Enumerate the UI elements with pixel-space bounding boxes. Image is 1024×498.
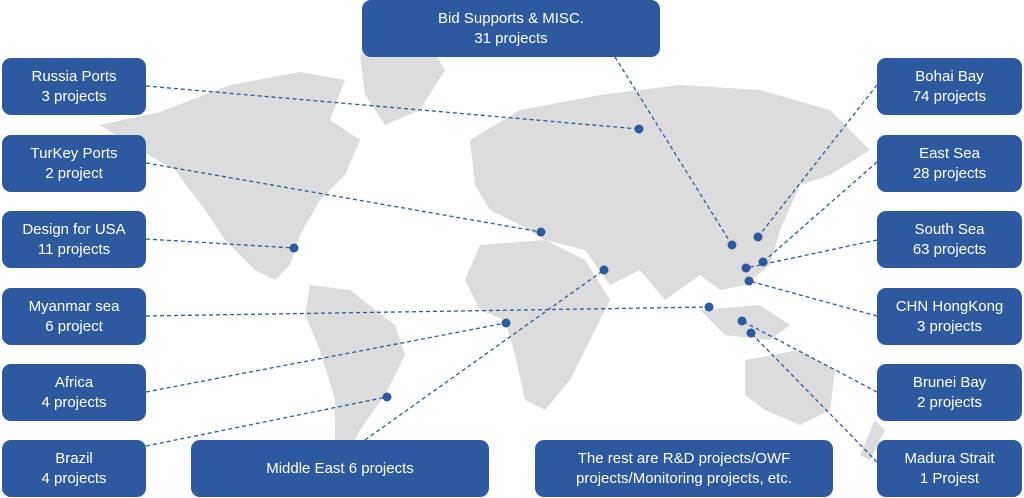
count: 4 projects <box>41 393 107 411</box>
count: 2 projects <box>916 393 983 411</box>
box-turkey: TurKey Ports 2 project <box>2 135 146 192</box>
leader-line-bid <box>614 56 733 246</box>
location-dot-bid <box>727 240 737 250</box>
label: CHN HongKong <box>895 297 1004 315</box>
label: Bohai Bay <box>915 67 984 85</box>
count: 31 projects <box>474 29 548 47</box>
count: 11 projects <box>37 240 111 258</box>
australia <box>745 350 835 425</box>
location-dot-brazil <box>382 392 392 402</box>
continents <box>100 45 885 460</box>
label: Africa <box>54 373 94 391</box>
north-america <box>100 72 360 280</box>
label: TurKey Ports <box>30 144 118 162</box>
box-bohai: Bohai Bay 74 projects <box>877 58 1022 115</box>
greenland <box>360 45 445 125</box>
count: 74 projects <box>912 87 987 105</box>
location-dot-myanmar <box>704 302 714 312</box>
leader-line-africa <box>145 322 507 393</box>
count: 3 projects <box>41 87 107 105</box>
label: South Sea <box>914 220 985 238</box>
box-brazil: Brazil 4 projects <box>2 440 146 497</box>
box-bid: Bid Supports & MISC. 31 projects <box>362 0 660 57</box>
box-russia: Russia Ports 3 projects <box>2 58 146 115</box>
leader-line-south-sea <box>745 239 878 269</box>
new-zealand <box>860 420 885 460</box>
label: The rest are R&D projects/OWF <box>577 449 791 467</box>
label-2: projects/Monitoring projects, etc. <box>576 469 792 487</box>
location-dot-brunei <box>737 316 747 326</box>
count: 3 projects <box>916 317 983 335</box>
location-dot-middle-east <box>599 265 609 275</box>
count: 63 projects <box>912 240 987 258</box>
leader-line-brazil <box>145 396 388 447</box>
leader-line-hongkong <box>748 280 878 317</box>
location-dot-south-sea <box>741 263 751 273</box>
box-rest: The rest are R&D projects/OWF projects/Mo… <box>535 440 833 497</box>
count: 1 Projest <box>919 469 980 487</box>
count: 2 project <box>45 164 103 182</box>
leader-line-brunei <box>741 320 878 393</box>
box-africa: Africa 4 projects <box>2 364 146 421</box>
location-dot-madura <box>746 328 756 338</box>
count: 6 project <box>45 317 103 335</box>
label: Brazil <box>55 449 93 467</box>
label: Middle East 6 projects <box>266 459 414 477</box>
label: East Sea <box>919 144 980 162</box>
box-brunei: Brunei Bay 2 projects <box>877 364 1022 421</box>
box-madura: Madura Strait 1 Projest <box>877 440 1022 497</box>
leader-line-madura <box>750 332 878 463</box>
label: Myanmar sea <box>28 297 120 315</box>
location-dot-turkey <box>536 227 546 237</box>
europe-asia <box>470 85 870 300</box>
box-myanmar: Myanmar sea 6 project <box>2 288 146 345</box>
label: Madura Strait <box>904 449 995 467</box>
location-dot-russia <box>634 124 644 134</box>
leader-line-myanmar <box>145 306 710 317</box>
count: 28 projects <box>912 164 987 182</box>
leader-line-east-sea <box>762 161 878 263</box>
box-middle-east: Middle East 6 projects <box>191 440 489 497</box>
leader-line-russia <box>145 85 640 130</box>
box-east-sea: East Sea 28 projects <box>877 135 1022 192</box>
label: Brunei Bay <box>912 373 987 391</box>
count: 4 projects <box>41 469 107 487</box>
south-america <box>305 285 405 460</box>
box-south-sea: South Sea 63 projects <box>877 211 1022 268</box>
box-hongkong: CHN HongKong 3 projects <box>877 288 1022 345</box>
label: Bid Supports & MISC. <box>438 9 584 27</box>
location-dot-east-sea <box>758 257 768 267</box>
label: Russia Ports <box>31 67 117 85</box>
label: Design for USA <box>22 220 126 238</box>
location-dot-africa <box>501 318 511 328</box>
africa <box>465 240 610 410</box>
location-dot-bohai <box>753 232 763 242</box>
leader-line-usa <box>145 238 295 249</box>
leader-line-turkey <box>145 162 542 233</box>
location-dot-usa <box>289 243 299 253</box>
location-dot-hongkong <box>744 276 754 286</box>
box-usa: Design for USA 11 projects <box>2 211 146 268</box>
